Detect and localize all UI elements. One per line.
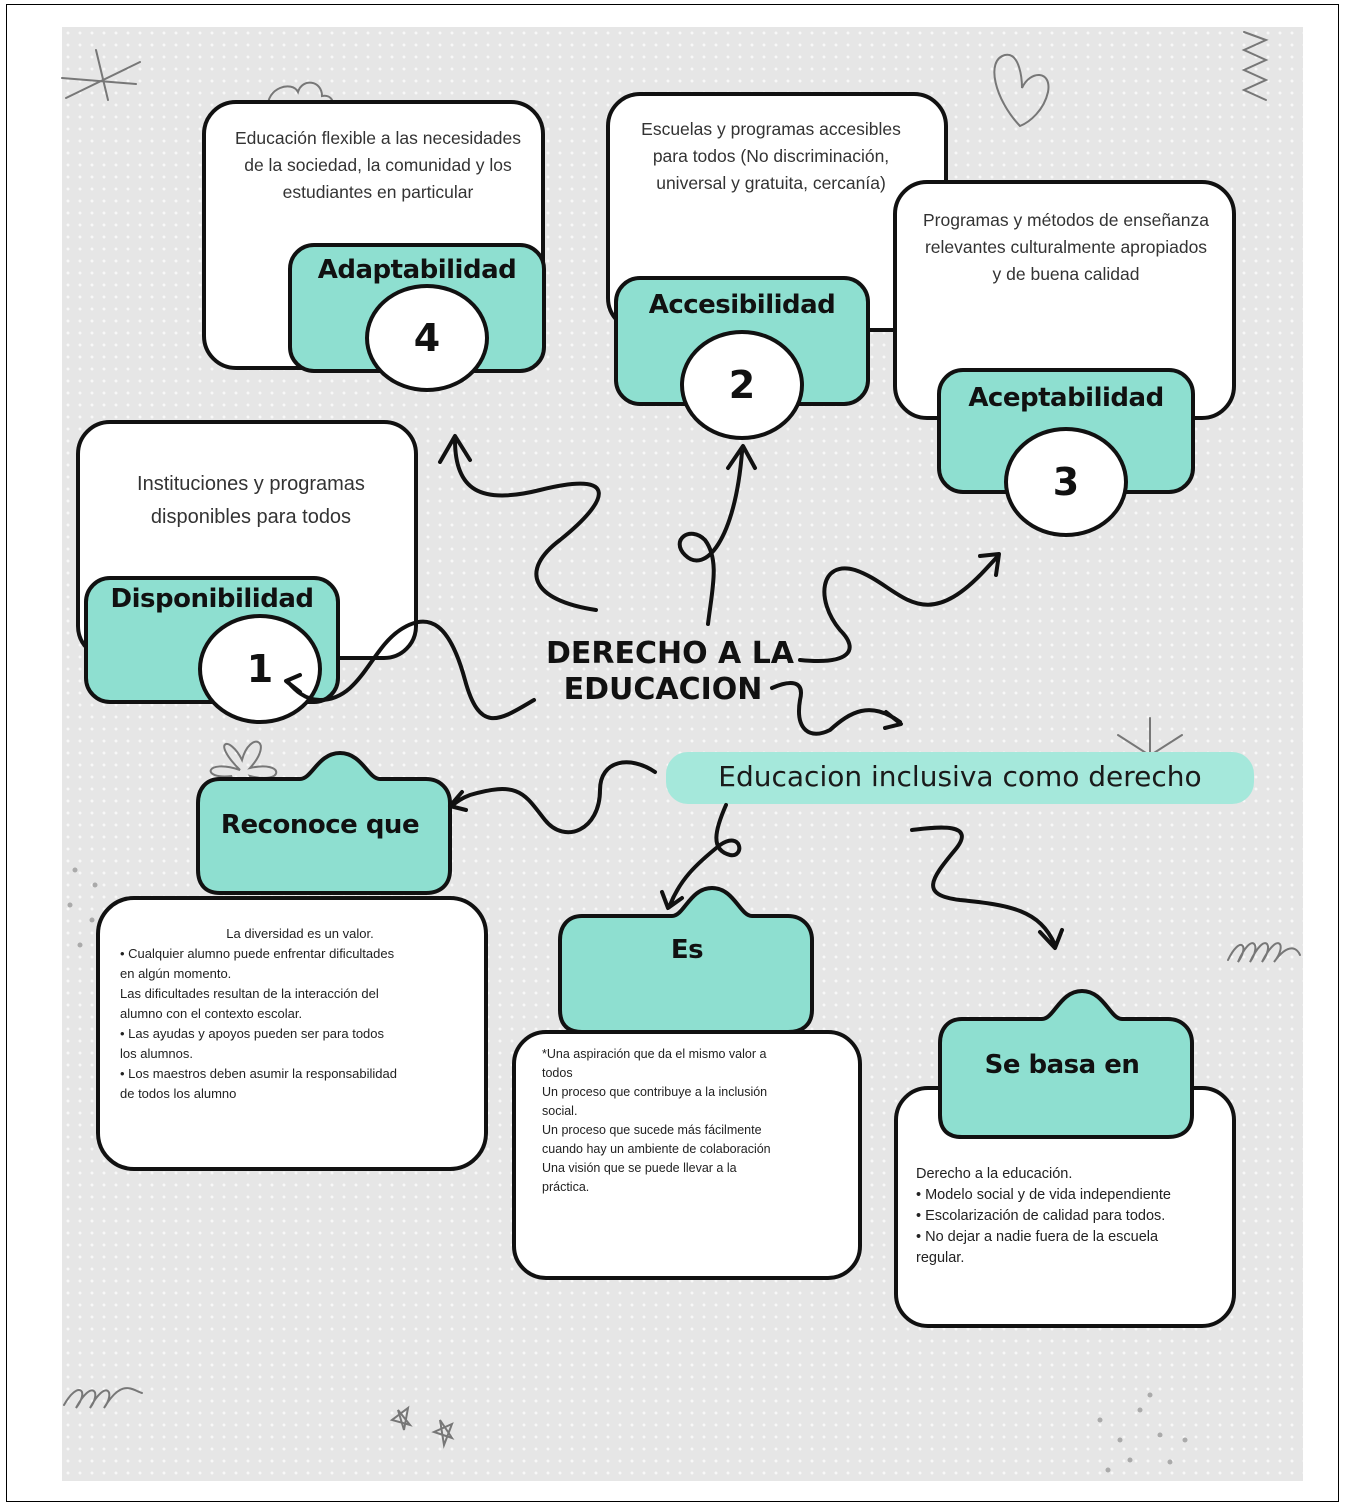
aceptabilidad-heading: Aceptabilidad [968, 383, 1164, 413]
number-2-circle: 2 [680, 330, 804, 440]
reconoce-que-bubble [196, 750, 452, 895]
reconoce-que-text: La diversidad es un valor. • Cualquier a… [120, 926, 397, 1101]
arrow-to-adaptabilidad [438, 434, 601, 612]
es-text: *Una aspiración que da el mismo valor a … [542, 1047, 771, 1194]
arrow-to-se-basa-en [910, 825, 1064, 950]
arrow-to-subtitle [770, 681, 903, 736]
arrow-to-aceptabilidad [798, 552, 1001, 663]
disponibilidad-heading: Disponibilidad [110, 584, 314, 614]
number-1-circle: 1 [198, 614, 322, 724]
se-basa-en-heading: Se basa en [984, 1050, 1140, 1080]
reconoce-que-heading: Reconoce que [220, 810, 420, 840]
es-bubble [558, 885, 814, 1034]
number-3-circle: 3 [1004, 427, 1128, 537]
subtitle-text: Educacion inclusiva como derecho [718, 760, 1202, 793]
adaptabilidad-description: Educación flexible a las necesidades de … [234, 128, 521, 202]
es-heading: Es [670, 935, 704, 965]
aceptabilidad-description: Programas y métodos de enseñanza relevan… [923, 210, 1209, 284]
main-title-line2: EDUCACION [563, 672, 763, 707]
arrow-to-reconoce [448, 760, 657, 835]
se-basa-en-bubble [938, 988, 1194, 1139]
arrow-to-accesibilidad [677, 444, 757, 626]
page-frame [6, 4, 1339, 1502]
es-card [512, 1030, 862, 1280]
disponibilidad-description: Instituciones y programas disponibles pa… [137, 473, 365, 528]
accesibilidad-heading: Accesibilidad [648, 290, 836, 320]
se-basa-en-text: Derecho a la educación. • Modelo social … [916, 1166, 1171, 1266]
adaptabilidad-heading: Adaptabilidad [317, 255, 517, 285]
reconoce-que-card [96, 896, 488, 1171]
main-title-line1: DERECHO A LA [545, 636, 795, 671]
arrow-to-es [660, 803, 742, 910]
number-4-circle: 4 [365, 284, 489, 392]
subtitle-pill [666, 752, 1254, 804]
arrow-to-disponibilidad [284, 619, 536, 721]
accesibilidad-description: Escuelas y programas accesibles para tod… [641, 119, 901, 193]
